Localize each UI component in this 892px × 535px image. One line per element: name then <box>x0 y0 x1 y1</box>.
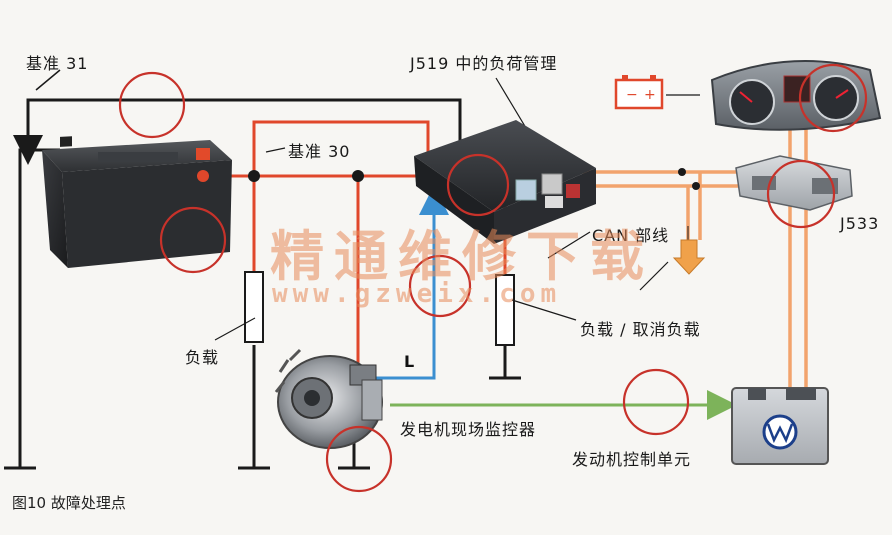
label-generator-monitor: 发电机现场监控器 <box>400 420 537 439</box>
fault-circle-ground-31 <box>118 71 186 139</box>
j519-module <box>414 120 596 244</box>
fault-circle-battery <box>159 206 227 274</box>
battery-warning-icon: − + <box>614 75 664 110</box>
fault-circle-j519 <box>446 153 510 217</box>
fault-circle-cluster <box>798 63 868 133</box>
power-wires <box>205 120 507 365</box>
label-load-cancel: 负载 / 取消负载 <box>580 320 701 339</box>
j533-gateway <box>735 155 853 211</box>
load-resistor-2 <box>495 274 515 346</box>
battery-plus-symbol: + <box>644 87 656 103</box>
label-engine-control-unit: 发动机控制单元 <box>572 450 692 469</box>
fault-circle-dfm <box>622 368 690 436</box>
engine-control-unit <box>731 387 829 465</box>
label-can-bus: CAN 部线 <box>592 226 670 245</box>
fault-circle-l-line <box>408 254 472 318</box>
battery <box>42 136 232 268</box>
load-arrow-icon <box>672 239 706 275</box>
label-j533: J533 <box>840 214 880 233</box>
fault-circle-j533 <box>766 159 836 229</box>
label-load: 负载 <box>185 348 220 367</box>
can-dots <box>678 168 700 190</box>
figure-caption: 图10 故障处理点 <box>12 494 126 512</box>
instrument-cluster <box>710 60 882 131</box>
load-resistor-1 <box>244 271 264 343</box>
fault-circle-alternator-ground <box>325 425 393 493</box>
label-j519: J519 中的负荷管理 <box>410 54 558 73</box>
fault-point-circles <box>118 63 868 493</box>
alternator <box>274 348 383 449</box>
battery-minus-symbol: − <box>626 87 638 103</box>
l-line-wire <box>372 185 449 380</box>
label-ref-31: 基准 31 <box>26 54 89 73</box>
watermark-text: 精通维修下载 <box>270 225 654 288</box>
label-l-line: L <box>404 352 415 371</box>
leader-lines <box>214 77 700 341</box>
label-ref-30: 基准 30 <box>288 142 351 161</box>
watermark-url: www.gzweix.com <box>272 279 562 309</box>
